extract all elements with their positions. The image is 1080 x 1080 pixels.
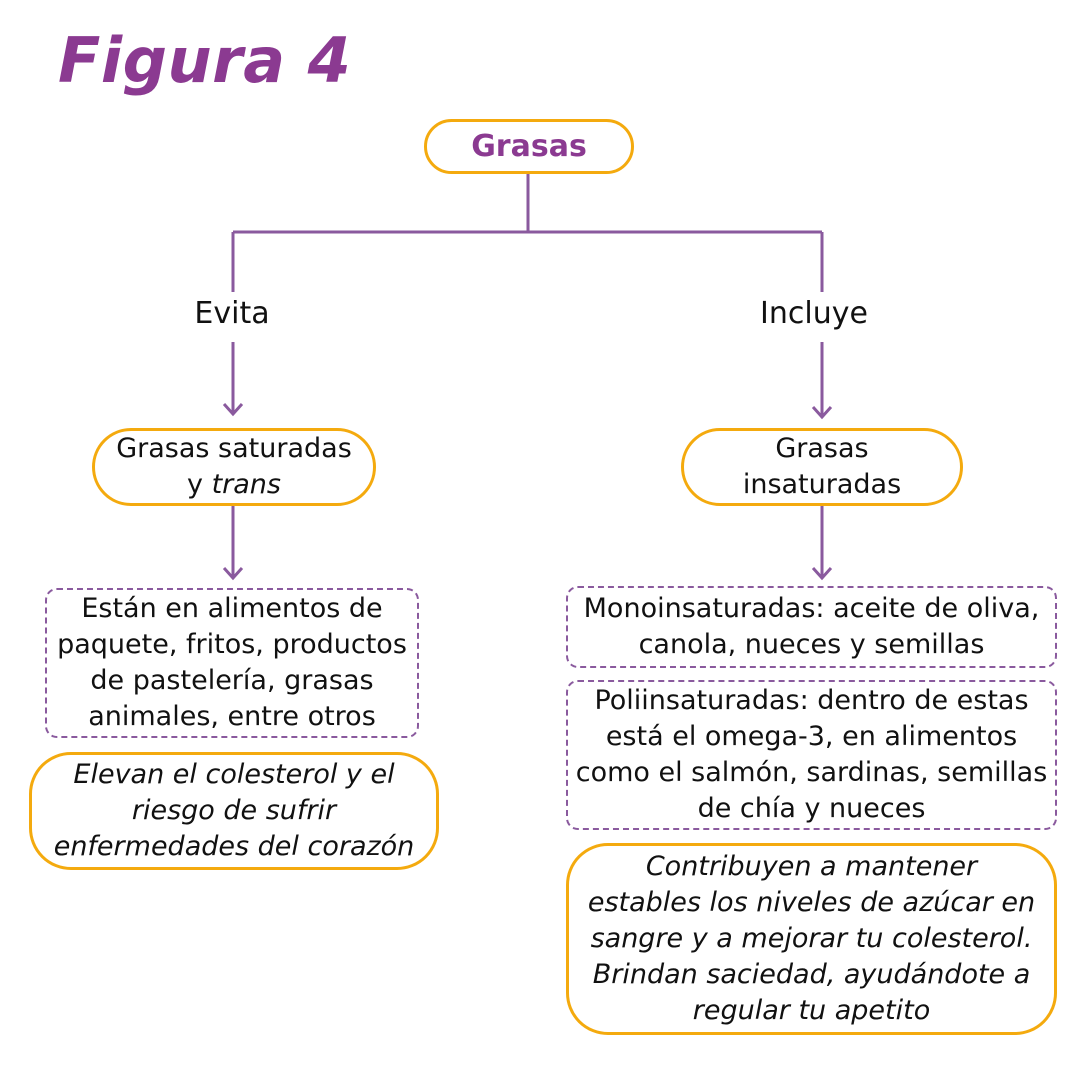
unsaturated-effect-box: Contribuyen a mantener estables los nive… bbox=[566, 843, 1057, 1035]
unsaturated-effect-text: Contribuyen a mantener estables los nive… bbox=[587, 851, 1036, 1026]
root-label: Grasas bbox=[471, 128, 587, 164]
saturated-effect-text: Elevan el colesterol y el riesgo de sufr… bbox=[53, 759, 415, 862]
root-node-grasas: Grasas bbox=[424, 119, 634, 174]
saturated-arrow-head bbox=[222, 566, 244, 581]
evita-arrow-head bbox=[222, 402, 244, 417]
branch-label-incluye: Incluye bbox=[760, 296, 868, 331]
node-unsaturated: Grasas insaturadas bbox=[681, 428, 963, 506]
polyunsaturated-detail-text: Poliinsaturadas: dentro de estas está el… bbox=[575, 685, 1048, 824]
node-saturated-trans: Grasas saturadas y trans bbox=[92, 428, 376, 506]
saturated-effect-box: Elevan el colesterol y el riesgo de sufr… bbox=[29, 752, 439, 870]
polyunsaturated-detail-box: Poliinsaturadas: dentro de estas está el… bbox=[566, 680, 1057, 830]
saturated-detail-text: Están en alimentos de paquete, fritos, p… bbox=[57, 593, 407, 732]
monounsaturated-detail-text: Monoinsaturadas: aceite de oliva, canola… bbox=[583, 593, 1040, 660]
saturated-detail-box: Están en alimentos de paquete, fritos, p… bbox=[45, 588, 419, 738]
saturated-y: y bbox=[187, 469, 212, 500]
saturated-trans-italic: trans bbox=[211, 469, 281, 500]
incluye-arrow-head bbox=[811, 405, 833, 420]
saturated-line1: Grasas saturadas bbox=[116, 433, 352, 464]
monounsaturated-detail-box: Monoinsaturadas: aceite de oliva, canola… bbox=[566, 586, 1057, 668]
saturated-line2: y trans bbox=[116, 467, 352, 503]
unsaturated-arrow-head bbox=[811, 566, 833, 581]
figure-title: Figura 4 bbox=[58, 24, 352, 97]
branch-label-evita: Evita bbox=[194, 296, 270, 331]
unsaturated-label: Grasas insaturadas bbox=[742, 433, 902, 500]
